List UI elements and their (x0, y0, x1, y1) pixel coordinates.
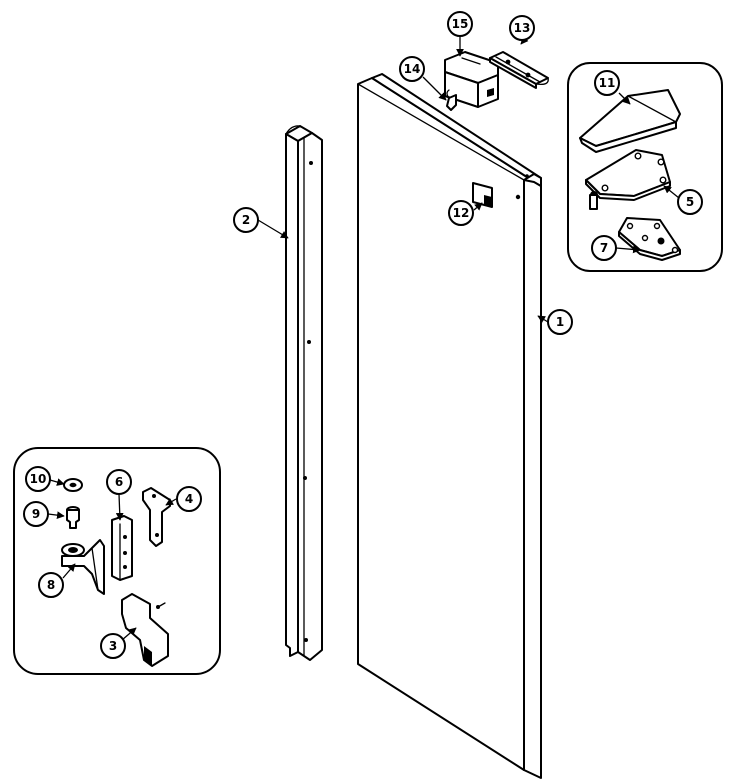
svg-text:2: 2 (242, 213, 250, 227)
callout-5: 5 (677, 189, 703, 215)
callout-11: 11 (594, 70, 620, 96)
bushing (66, 506, 80, 529)
lower-support (121, 593, 169, 667)
washer (63, 478, 83, 492)
callout-14: 14 (399, 56, 425, 82)
callout-9: 9 (23, 501, 49, 527)
svg-text:10: 10 (30, 472, 47, 486)
callout-4: 4 (176, 486, 202, 512)
svg-text:12: 12 (453, 206, 470, 220)
callout-8: 8 (38, 572, 64, 598)
callout-12: 12 (448, 200, 474, 226)
svg-text:3: 3 (109, 639, 117, 653)
door-handle-strip (285, 125, 323, 661)
callout-2: 2 (233, 207, 259, 233)
svg-text:1: 1 (556, 315, 564, 329)
svg-text:6: 6 (115, 475, 123, 489)
callout-3: 3 (100, 633, 126, 659)
svg-text:11: 11 (599, 76, 616, 90)
hinge-pin-bracket (61, 539, 105, 595)
callout-6: 6 (106, 469, 132, 495)
svg-text:13: 13 (514, 21, 531, 35)
svg-text:8: 8 (47, 578, 55, 592)
lower-hinge-plate (618, 217, 681, 261)
callout-7: 7 (591, 235, 617, 261)
hinge-cover-wedge (579, 89, 681, 153)
svg-text:7: 7 (600, 241, 608, 255)
callout-1: 1 (547, 309, 573, 335)
callout-10: 10 (25, 466, 51, 492)
shim-plate (111, 515, 133, 581)
svg-text:14: 14 (404, 62, 421, 76)
svg-text:5: 5 (686, 195, 694, 209)
callout-15: 15 (447, 11, 473, 37)
inset-box-hinge-parts (567, 62, 723, 272)
door-panel (357, 73, 542, 779)
svg-text:4: 4 (185, 492, 193, 506)
callout-13: 13 (509, 15, 535, 41)
svg-text:15: 15 (452, 17, 469, 31)
label-plate (472, 182, 493, 208)
hinge-bracket-part (489, 51, 549, 89)
hinge-plate (585, 149, 671, 210)
hinge-clip-part (446, 89, 457, 111)
hinge-bracket (142, 487, 171, 547)
svg-text:9: 9 (32, 507, 40, 521)
